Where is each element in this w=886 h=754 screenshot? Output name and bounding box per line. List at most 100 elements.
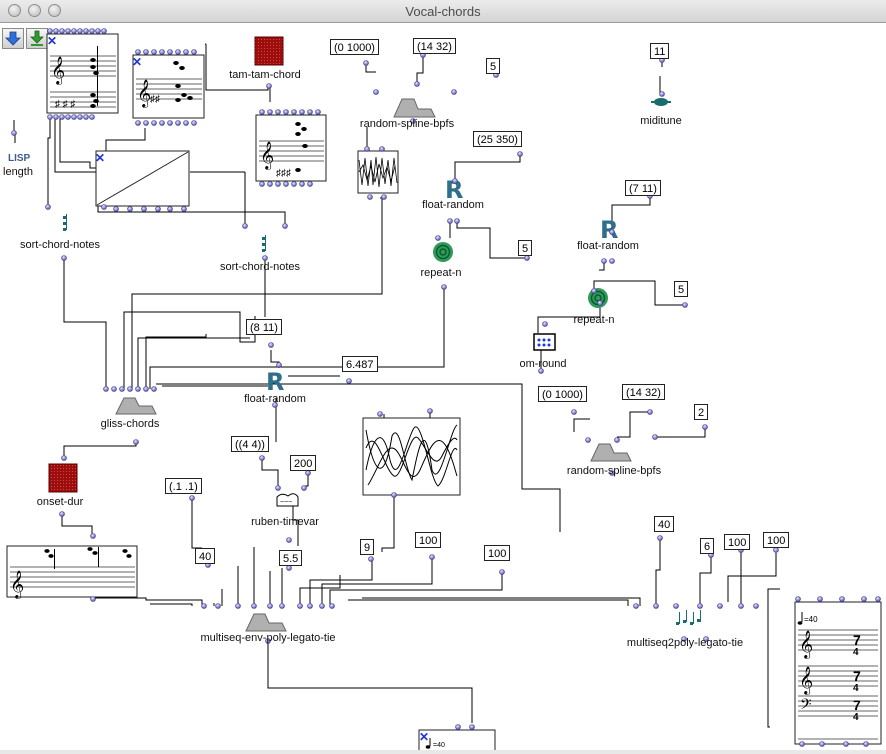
bpf-lib-object-2[interactable] — [363, 418, 460, 495]
poly-score-object[interactable]: 𝄞 𝄞 𝄢 7 4 7 4 7 4 =40 — [795, 602, 881, 744]
port[interactable] — [453, 179, 458, 184]
value-box[interactable]: 200 — [290, 455, 316, 471]
port[interactable] — [518, 152, 523, 157]
port[interactable] — [12, 131, 17, 136]
port[interactable] — [268, 110, 273, 115]
port[interactable] — [46, 205, 51, 210]
port[interactable] — [192, 121, 197, 126]
port[interactable] — [660, 92, 665, 97]
port[interactable] — [260, 182, 265, 187]
port[interactable] — [302, 486, 307, 491]
port[interactable] — [268, 604, 273, 609]
port[interactable] — [184, 50, 189, 55]
port[interactable] — [102, 205, 107, 210]
port[interactable] — [216, 604, 221, 609]
port[interactable] — [90, 29, 95, 34]
inlet-outlet-ports[interactable] — [12, 29, 881, 747]
port[interactable] — [634, 604, 639, 609]
port[interactable] — [60, 29, 65, 34]
value-box[interactable]: (8 11) — [246, 319, 282, 335]
port[interactable] — [543, 322, 548, 327]
port[interactable] — [610, 259, 615, 264]
port[interactable] — [674, 604, 679, 609]
port[interactable] — [592, 289, 597, 294]
port[interactable] — [91, 597, 96, 602]
port[interactable] — [683, 303, 688, 308]
value-box[interactable]: (14 32) — [413, 38, 456, 54]
port[interactable] — [306, 471, 311, 476]
port[interactable] — [160, 50, 165, 55]
port[interactable] — [455, 219, 460, 224]
port[interactable] — [182, 207, 187, 212]
port[interactable] — [844, 742, 849, 747]
port[interactable] — [136, 50, 141, 55]
port[interactable] — [658, 536, 663, 541]
port[interactable] — [436, 236, 441, 241]
port[interactable] — [369, 557, 374, 562]
port[interactable] — [144, 50, 149, 55]
score-object-3[interactable]: 𝄞 ♯♯♯ — [256, 115, 326, 181]
tam-tam-chord-object[interactable] — [255, 37, 283, 65]
port[interactable] — [442, 285, 447, 290]
port[interactable] — [102, 29, 107, 34]
value-box[interactable]: 2 — [694, 404, 708, 420]
port[interactable] — [62, 456, 67, 461]
value-box[interactable]: (.1 .1) — [165, 478, 202, 494]
port[interactable] — [72, 115, 77, 120]
value-box[interactable]: 5 — [674, 281, 688, 297]
port[interactable] — [60, 512, 65, 517]
port[interactable] — [280, 604, 285, 609]
value-box[interactable]: 9 — [360, 539, 374, 555]
port[interactable] — [796, 597, 801, 602]
port[interactable] — [739, 604, 744, 609]
bpf-object-1[interactable]: ✕ — [95, 151, 189, 206]
port[interactable] — [378, 412, 383, 417]
port[interactable] — [269, 343, 274, 348]
port[interactable] — [72, 29, 77, 34]
value-box[interactable]: 100 — [763, 532, 789, 548]
port[interactable] — [284, 110, 289, 115]
port[interactable] — [160, 121, 165, 126]
port[interactable] — [610, 230, 615, 235]
port[interactable] — [192, 50, 197, 55]
port[interactable] — [243, 224, 248, 229]
score-object-1[interactable]: 𝄞 ♯ ♯ ♯ ✕ — [47, 34, 118, 113]
lock-x-icon[interactable]: ✕ — [47, 34, 57, 48]
horizontal-scrollbar[interactable] — [0, 750, 886, 754]
port[interactable] — [774, 548, 779, 553]
port[interactable] — [128, 207, 133, 212]
port[interactable] — [703, 425, 708, 430]
value-box[interactable]: 5 — [518, 240, 532, 256]
value-box[interactable]: 5.5 — [279, 550, 302, 566]
value-box[interactable]: 100 — [724, 534, 750, 550]
port[interactable] — [615, 438, 620, 443]
chord-seq-object[interactable]: 𝄞 — [7, 546, 137, 599]
port[interactable] — [156, 207, 161, 212]
value-box[interactable]: 6.487 — [342, 356, 378, 372]
port[interactable] — [276, 182, 281, 187]
port[interactable] — [864, 742, 869, 747]
lock-x-icon[interactable]: ✕ — [419, 730, 429, 744]
port[interactable] — [800, 742, 805, 747]
port[interactable] — [90, 115, 95, 120]
port[interactable] — [66, 29, 71, 34]
port[interactable] — [152, 387, 157, 392]
port[interactable] — [184, 121, 189, 126]
port[interactable] — [152, 121, 157, 126]
port[interactable] — [470, 725, 475, 730]
port[interactable] — [718, 604, 723, 609]
value-box[interactable]: (0 1000) — [330, 39, 379, 55]
port[interactable] — [452, 90, 457, 95]
value-box[interactable]: 11 — [650, 43, 669, 59]
value-box[interactable]: ((4 4)) — [231, 436, 269, 452]
port[interactable] — [572, 410, 577, 415]
port[interactable] — [292, 182, 297, 187]
port[interactable] — [54, 29, 59, 34]
port[interactable] — [136, 387, 141, 392]
port[interactable] — [277, 363, 282, 368]
port[interactable] — [287, 538, 292, 543]
port[interactable] — [54, 115, 59, 120]
port[interactable] — [365, 147, 370, 152]
port[interactable] — [392, 493, 397, 498]
